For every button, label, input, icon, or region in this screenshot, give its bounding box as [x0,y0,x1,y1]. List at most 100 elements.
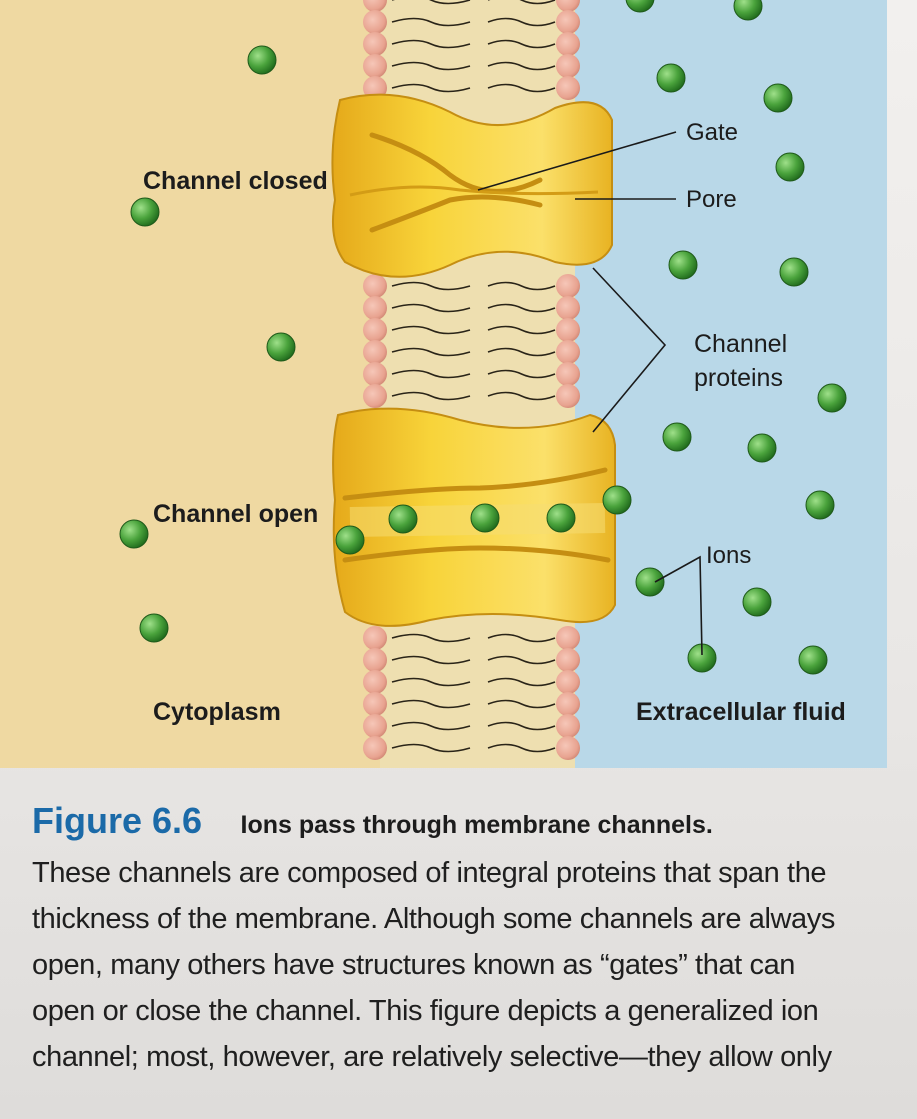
lipid-tail [487,347,556,357]
lipid-tail [487,17,556,27]
figure-number: Figure 6.6 [32,800,203,841]
lipid-tail [391,61,471,71]
phospholipid-head [556,0,580,12]
lipid-tail [391,369,471,379]
lipid-tail [391,699,471,709]
phospholipid-head [363,648,387,672]
ion [119,519,149,549]
lipid-tail [487,699,556,709]
channel-proteins-leader [592,267,667,433]
lipid-tail [392,0,471,5]
ion [733,0,763,21]
phospholipid-head [363,736,387,760]
phospholipid-head [363,10,387,34]
ion [130,197,160,227]
ions-group [119,0,847,675]
phospholipid-head [556,648,580,672]
lipid-tail [487,83,556,93]
phospholipid-head [363,54,387,78]
phospholipid-heads [363,0,580,760]
lipid-tail [391,677,471,687]
lipid-tail [487,281,556,291]
phospholipid-head [363,318,387,342]
channel-proteins-label-line2: proteins [694,364,783,392]
phospholipid-head [556,384,580,408]
leader-lines [477,131,703,656]
lipid-tail [391,391,471,401]
lipid-tail [391,17,471,27]
lipid-tail [487,391,556,401]
phospholipid-head [556,296,580,320]
lipid-tail [487,721,556,731]
ion [625,0,655,13]
pore-label: Pore [686,186,737,213]
lipid-tail [391,633,471,643]
ion [763,83,793,113]
figure-title: Ions pass through membrane channels. [240,811,713,839]
phospholipid-head [363,714,387,738]
caption-line: These channels are composed of integral … [32,857,827,889]
lipid-tail [487,39,556,49]
ion [817,383,847,413]
caption-line: open or close the channel. This figure d… [32,995,819,1027]
phospholipid-head [363,0,387,12]
phospholipid-head [363,362,387,386]
lipid-tail [391,347,471,357]
ion [635,567,665,597]
lipid-tail [391,655,471,665]
caption-line: open, many others have structures known … [32,949,796,981]
phospholipid-head [363,626,387,650]
phospholipid-head [556,670,580,694]
phospholipid-head [363,670,387,694]
membrane-channel-diagram: Gate Pore Channel closed Channel protein… [0,0,887,768]
ion [779,257,809,287]
closed-channel-protein [331,93,613,278]
phospholipid-head [363,32,387,56]
phospholipid-head [556,32,580,56]
phospholipid-head [556,340,580,364]
caption-line: thickness of the membrane. Although some… [32,903,835,935]
phospholipid-head [363,692,387,716]
phospholipid-head [556,362,580,386]
gate-leader [477,131,677,191]
phospholipid-head [556,692,580,716]
ion [546,503,576,533]
phospholipid-head [556,10,580,34]
ion [602,485,632,515]
phospholipid-head [556,318,580,342]
channel-open-label: Channel open [153,500,318,528]
phospholipid-head [363,274,387,298]
lipid-tail [488,0,556,5]
lipid-tail [391,721,471,731]
cytoplasm-label: Cytoplasm [153,698,281,726]
channel-closed-label: Channel closed [143,167,328,195]
caption-body: These channels are composed of integral … [32,850,912,1080]
channel-proteins-label-line1: Channel [694,330,787,358]
lipid-tail [487,369,556,379]
ion [662,422,692,452]
lipid-tail [487,743,556,753]
ion [247,45,277,75]
ion [656,63,686,93]
phospholipid-head [556,714,580,738]
phospholipid-head [363,296,387,320]
lipid-tail [391,325,471,335]
ion [388,504,418,534]
lipid-tail [487,61,556,71]
lipid-tail [391,743,471,753]
caption-line: channel; most, however, are relatively s… [32,1041,832,1073]
phospholipid-head [556,54,580,78]
lipid-tail [391,281,471,291]
extracellular-fluid-label: Extracellular fluid [636,698,846,726]
ion [805,490,835,520]
ion [335,525,365,555]
phospholipid-head [363,384,387,408]
ion [798,645,828,675]
lipid-tail [487,677,556,687]
ion [747,433,777,463]
ions-leader [654,555,703,656]
phospholipid-head [556,626,580,650]
phospholipid-head [556,76,580,100]
phospholipid-head [556,274,580,298]
ion [742,587,772,617]
